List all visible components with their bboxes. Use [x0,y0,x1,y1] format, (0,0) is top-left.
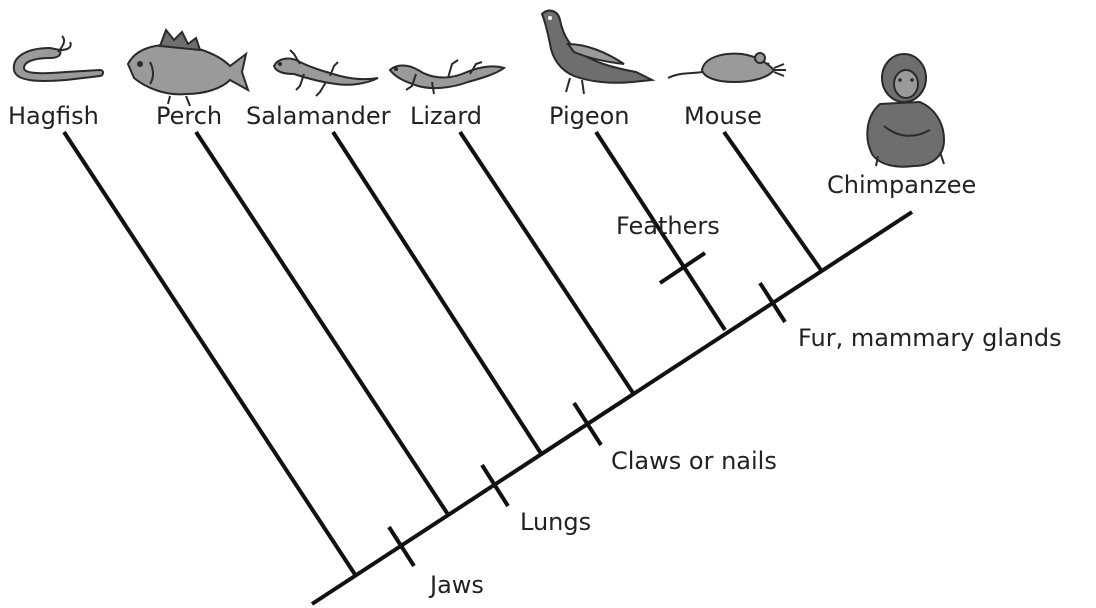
branch-mouse [724,132,821,270]
tick-fur [760,283,785,322]
branch-hagfish [64,132,356,576]
taxon-label-pigeon: Pigeon [549,102,630,130]
tick-claws [574,403,601,445]
trait-label-feathers: Feathers [616,212,720,240]
trait-label-lungs: Lungs [520,508,591,536]
perch-icon [128,30,248,106]
taxon-label-chimpanzee: Chimpanzee [827,171,976,199]
branch-perch [196,132,449,516]
trait-label-jaws: Jaws [428,571,484,599]
tick-lungs [482,465,508,506]
branch-lizard [460,132,633,393]
mouse-icon [668,53,786,82]
taxon-label-salamander: Salamander [246,102,391,130]
hagfish-icon [14,36,103,81]
pigeon-icon [542,11,652,94]
lizard-icon [390,60,504,94]
tick-jaws [389,527,414,566]
tick-feathers [660,253,705,283]
chimpanzee-icon [867,54,944,167]
taxon-label-hagfish: Hagfish [8,102,99,130]
trait-label-fur: Fur, mammary glands [798,324,1062,352]
branch-salamander [333,132,542,455]
trait-label-claws: Claws or nails [611,447,777,475]
taxon-label-mouse: Mouse [684,102,762,130]
salamander-icon [274,50,378,96]
taxon-label-lizard: Lizard [410,102,482,130]
